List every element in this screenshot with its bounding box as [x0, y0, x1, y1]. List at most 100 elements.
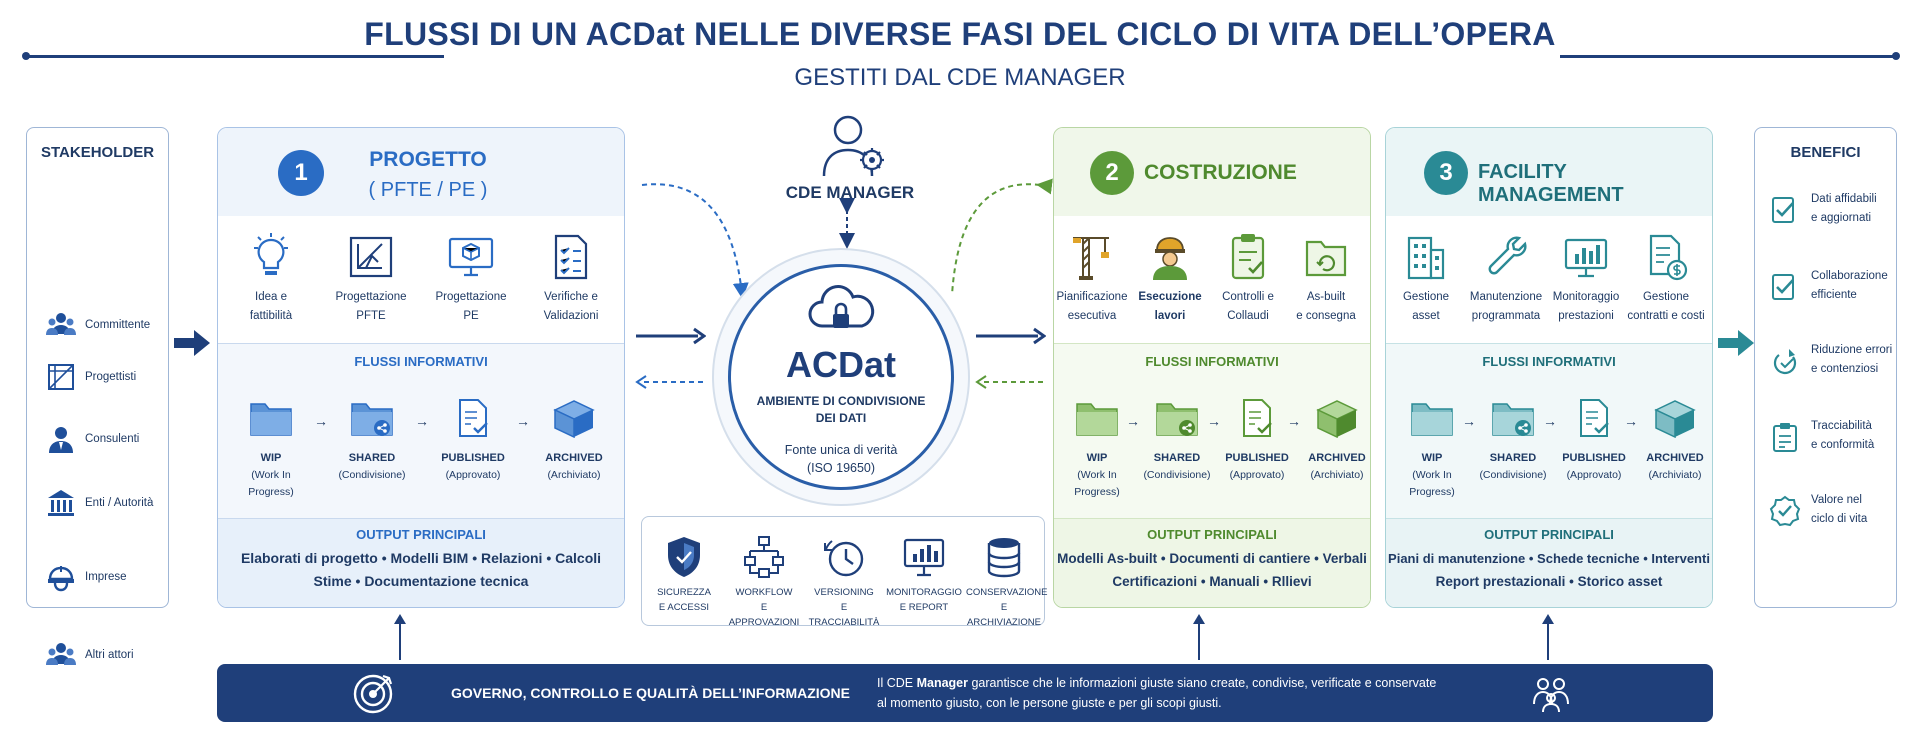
folder-icon [250, 403, 292, 436]
flow-sub: (Work In Progress) [248, 469, 294, 498]
stakeholder-label: Imprese [85, 571, 127, 583]
service-line: VERSIONING [814, 587, 874, 598]
output-line: Piani di manutenzione • Schede tecniche … [1388, 551, 1710, 566]
flow-sub: (Work In Progress) [1074, 469, 1120, 498]
flow-shared: SHARED(Condivisione) [329, 398, 415, 484]
flow-sub: (Condivisione) [338, 469, 406, 481]
activity-line: PFTE [356, 310, 386, 322]
wrench-icon [1488, 236, 1527, 275]
flow-sub: (Approvato) [1566, 469, 1622, 481]
activity-line: Esecuzione [1138, 291, 1202, 303]
stakeholder-title: STAKEHOLDER [40, 144, 155, 161]
monitor-cube-icon [448, 237, 494, 277]
institution-icon [48, 490, 74, 516]
page-subtitle: GESTITI DAL CDE MANAGER [794, 64, 1126, 91]
flow-name: WIP [260, 452, 282, 464]
flow-wip: WIP(Work In Progress) [1054, 398, 1140, 501]
stakeholder-label: Consulenti [85, 433, 140, 445]
benefit-line: e aggiornati [1811, 212, 1872, 224]
stakeholder-item: Committente [45, 309, 150, 341]
stakeholder-item: Altri attori [45, 639, 134, 671]
flow-sub: (Archiviato) [547, 469, 601, 481]
flow-sub: (Archiviato) [1648, 469, 1702, 481]
governance-bar: GOVERNO, CONTROLLO E QUALITÀ DELL’INFORM… [217, 664, 1713, 722]
governance-text-part: Il CDE [877, 676, 917, 690]
activity-line: esecutiva [1067, 310, 1117, 322]
flow-name: PUBLISHED [441, 452, 505, 464]
flows-title: FLUSSI INFORMATIVI [1145, 354, 1279, 369]
clipboard-check-icon [1231, 234, 1265, 280]
benefit-line: efficiente [1811, 289, 1857, 301]
activity-line: Gestione [1642, 291, 1690, 303]
flow-sub: (Approvato) [445, 469, 501, 481]
arrow-right-icon: → [1126, 413, 1140, 429]
arrow-right-icon: → [1287, 413, 1301, 429]
flow-name: SHARED [1153, 452, 1201, 464]
flow-sub: (Condivisione) [1479, 469, 1547, 481]
check-document-icon [1772, 197, 1794, 223]
folder-share-icon [1156, 403, 1198, 436]
acdat-truth: Fonte unica di verità(ISO 19650) [728, 441, 954, 477]
acdat-title: ACDat [785, 344, 896, 385]
arrow-right-icon: → [1462, 413, 1476, 429]
worker-icon [1153, 237, 1187, 280]
phase-1-number: 1 [278, 150, 324, 196]
flow-shared: SHARED(Condivisione) [1470, 398, 1556, 484]
manager-icon [822, 115, 884, 177]
benefit-line: e conformità [1811, 439, 1875, 451]
flow-arrow-right [1718, 330, 1754, 356]
stakeholder-label: Enti / Autorità [85, 497, 154, 509]
arrow-right-icon: → [516, 413, 530, 429]
stakeholder-label: Progettisti [85, 371, 137, 383]
flow-published: PUBLISHED (Approvato) [430, 398, 516, 484]
acdat-truth-line: Fonte unica di verità [784, 443, 898, 457]
phase-1-title: PROGETTO [369, 148, 487, 171]
archive-box-icon [553, 400, 595, 438]
activity-line: Progettazione [335, 291, 407, 303]
flow-name: ARCHIVED [1308, 452, 1366, 464]
activity-line: PE [463, 310, 479, 322]
stakeholder-label: Altri attori [85, 649, 134, 661]
activity-line: prestazioni [1558, 310, 1614, 322]
stakeholder-panel: STAKEHOLDER Committente Progettisti Cons… [26, 127, 169, 665]
cloud-lock-icon [808, 285, 875, 328]
activity-line: e consegna [1296, 310, 1356, 322]
activity-line: Collaudi [1227, 310, 1269, 322]
arrow-up-icon [1193, 614, 1205, 660]
service-line: SICUREZZA [657, 587, 711, 598]
folder-refresh-icon [1305, 240, 1347, 277]
flow-archived: ARCHIVED(Archiviato) [1294, 398, 1370, 484]
team-icon [1533, 678, 1569, 713]
output-line: Stime • Documentazione tecnica [313, 573, 529, 589]
benefit-line: Dati affidabili [1811, 193, 1877, 205]
flow-archived: ARCHIVED(Archiviato) [1632, 398, 1712, 484]
service-line: E TRACCIABILITÀ [808, 602, 880, 628]
clipboard-list-icon [1773, 423, 1797, 452]
acdat-env-line: DEI DATI [815, 411, 867, 425]
activity-line: Controlli e [1222, 291, 1274, 303]
folder-share-icon [351, 403, 393, 436]
governance-text-line: al momento giusto, con le persone giuste… [877, 696, 1222, 710]
crane-icon [1073, 237, 1109, 280]
monitor-chart-icon [1564, 238, 1608, 278]
arrow-right-icon [976, 327, 1046, 345]
arrow-right-icon: → [314, 413, 328, 429]
checklist-icon [554, 234, 588, 280]
document-check-icon [1580, 399, 1609, 437]
activity-item: Controlli e Collaudi [1198, 232, 1298, 326]
monitor-chart-icon [903, 538, 945, 577]
target-icon [353, 674, 393, 714]
